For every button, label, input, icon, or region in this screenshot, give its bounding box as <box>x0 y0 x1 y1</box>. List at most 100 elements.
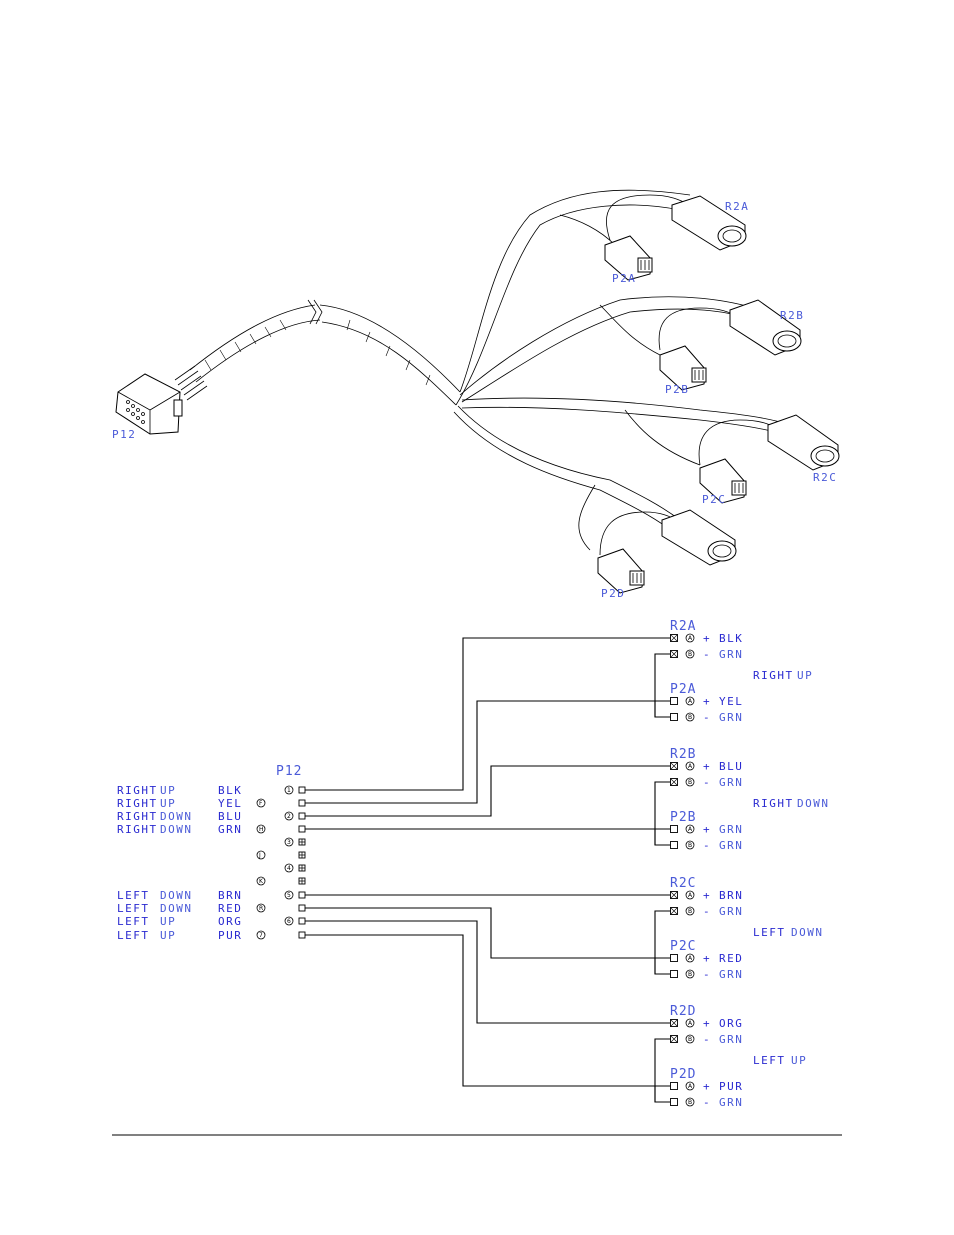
receptacle-pin-id: A <box>688 635 693 642</box>
receptacle-wire-color: GRN <box>719 776 743 789</box>
p12-plug-icon <box>298 851 306 859</box>
p12-pin-id: H <box>259 826 264 833</box>
receptacle-pin-id: B <box>688 1036 692 1043</box>
p12-func-b: DOWN <box>160 810 193 823</box>
receptacle-pin-circle <box>685 777 695 787</box>
harness-illustration: P12 R2A P2A R2B P2B R2C P2C P2D <box>112 189 840 600</box>
connector-name: R2B <box>670 747 696 762</box>
p2a-connector <box>604 235 653 281</box>
receptacle-wire-color: GRN <box>719 839 743 852</box>
r2a-connector <box>671 195 747 251</box>
p12-wire-color: PUR <box>218 929 242 942</box>
polarity-sign: + <box>703 760 711 773</box>
p12-wire-color: BLU <box>218 810 242 823</box>
p12-func-b: DOWN <box>160 902 193 915</box>
p12-func-a: RIGHT <box>117 810 158 823</box>
group-func-a: LEFT <box>753 926 786 939</box>
receptacle-pin-id: A <box>688 1083 693 1090</box>
cavity-cross <box>670 650 678 658</box>
r2a-label: R2A <box>725 200 749 213</box>
receptacle-wire-color: GRN <box>719 968 743 981</box>
ground-tie-wire <box>654 910 671 975</box>
p12-wire-color: GRN <box>218 823 242 836</box>
p12-func-a: RIGHT <box>117 797 158 810</box>
p12-pin-id: F <box>259 800 263 807</box>
polarity-sign: + <box>703 1080 711 1093</box>
connector-name: R2C <box>670 876 696 891</box>
p12-pin-circle <box>284 863 294 873</box>
receptacle-cavity <box>670 697 678 705</box>
p12-func-b: DOWN <box>160 823 193 836</box>
polarity-sign: + <box>703 952 711 965</box>
polarity-sign: - <box>703 711 711 724</box>
p12-pin-id: 7 <box>259 932 263 939</box>
polarity-sign: - <box>703 905 711 918</box>
receptacle-cavity <box>670 954 678 962</box>
p2b-label: P2B <box>665 383 689 396</box>
p12-pin-id: K <box>259 878 264 885</box>
p12-wire-color: ORG <box>218 915 242 928</box>
polarity-sign: - <box>703 968 711 981</box>
polarity-sign: + <box>703 695 711 708</box>
p2d-label: P2D <box>601 587 625 600</box>
group-func-a: RIGHT <box>753 669 794 682</box>
receptacle-wire-color: GRN <box>719 711 743 724</box>
connector-name: P2B <box>670 810 696 825</box>
cavity-cross <box>670 778 678 786</box>
receptacle-pin-circle <box>685 840 695 850</box>
receptacle-pin-id: B <box>688 779 692 786</box>
p12-pin-id: 1 <box>287 787 291 794</box>
p12-pin-circle <box>284 785 294 795</box>
receptacle-pin-id: A <box>688 698 693 705</box>
receptacle-cavity <box>670 1098 678 1106</box>
polarity-sign: + <box>703 1017 711 1030</box>
r2c-connector <box>767 414 840 471</box>
polarity-sign: - <box>703 648 711 661</box>
group-func-b: UP <box>791 1054 807 1067</box>
r2c-label: R2C <box>813 471 837 484</box>
p12-pin-circle <box>256 824 266 834</box>
receptacle-wire-color: BRN <box>719 889 743 902</box>
p12-plug-icon <box>298 877 306 885</box>
p12-title: P12 <box>276 764 302 779</box>
p12-pin-id: R <box>259 905 263 912</box>
polarity-sign: - <box>703 1033 711 1046</box>
p12-func-b: UP <box>160 784 176 797</box>
polarity-sign: - <box>703 839 711 852</box>
receptacle-pin-id: B <box>688 971 692 978</box>
signal-wire <box>305 765 671 817</box>
group-func-a: RIGHT <box>753 797 794 810</box>
polarity-sign: - <box>703 776 711 789</box>
p12-pin-circle <box>256 876 266 886</box>
receptacle-wire-color: GRN <box>719 1096 743 1109</box>
p12-pin-circle <box>256 930 266 940</box>
p12-pin-circle <box>256 903 266 913</box>
cavity-cross <box>670 634 678 642</box>
receptacle-pin-id: A <box>688 892 693 899</box>
p12-func-a: LEFT <box>117 889 150 902</box>
p12-pin-circle <box>284 916 294 926</box>
receptacle-pin-id: B <box>688 842 692 849</box>
connector-name: R2D <box>670 1004 696 1019</box>
p12-wire-color: RED <box>218 902 242 915</box>
p2c-label: P2C <box>702 493 726 506</box>
signal-wire <box>305 920 671 1024</box>
p12-cavity <box>298 786 306 794</box>
ground-tie-wire <box>654 653 671 718</box>
p12-cavity <box>298 812 306 820</box>
receptacle-pin-circle <box>685 633 695 643</box>
receptacle-cavity <box>670 713 678 721</box>
polarity-sign: - <box>703 1096 711 1109</box>
p12-pin-id: 3 <box>287 839 291 846</box>
receptacle-pin-id: A <box>688 763 693 770</box>
receptacle-wire-color: ORG <box>719 1017 743 1030</box>
connector-name: P2D <box>670 1067 696 1082</box>
p12-func-a: LEFT <box>117 915 150 928</box>
p12-wire-color: BRN <box>218 889 242 902</box>
p12-cavity <box>298 931 306 939</box>
p12-cavity <box>298 891 306 899</box>
wire-traces <box>305 637 671 1103</box>
